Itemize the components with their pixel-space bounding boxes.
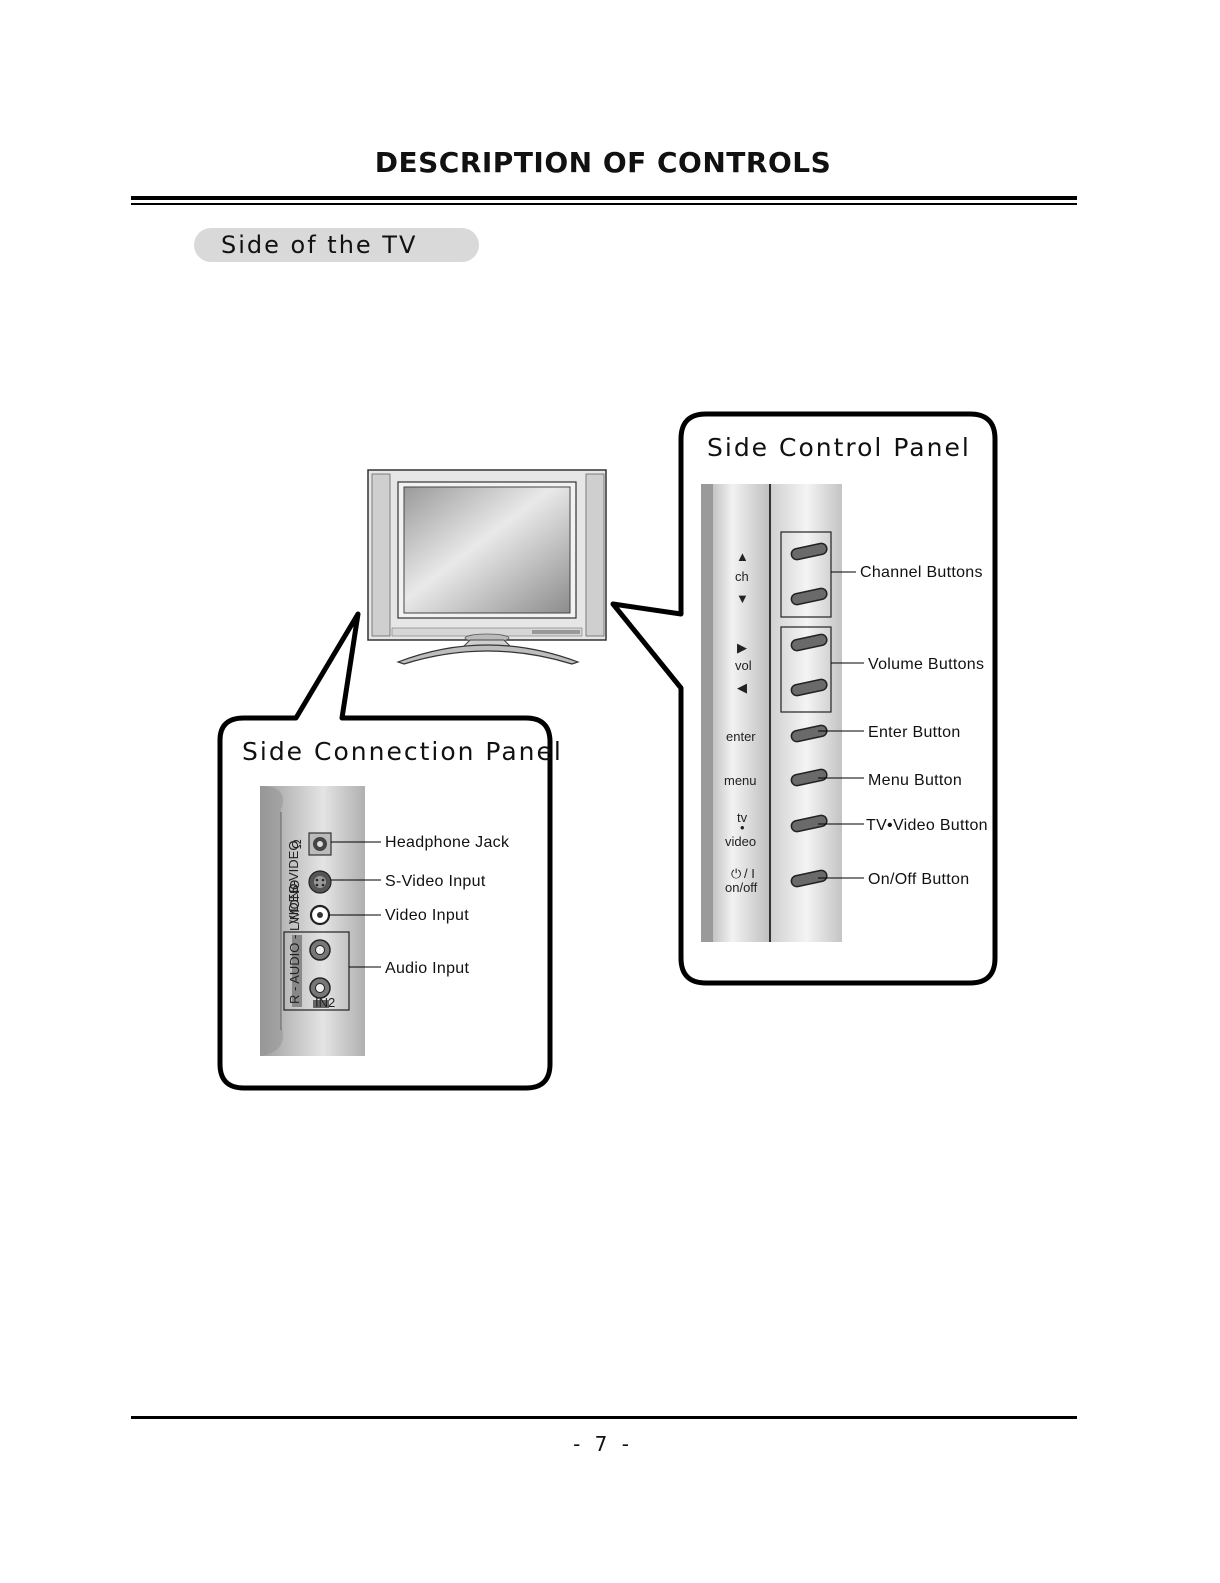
vol-label: vol <box>735 658 752 673</box>
headphone-jack-label: Headphone Jack <box>385 834 510 851</box>
control-panel-title: Side Control Panel <box>707 433 971 462</box>
video-port-label: VIDEO <box>286 884 301 924</box>
video-label: video <box>725 834 756 849</box>
left-speaker <box>371 473 391 637</box>
ch-down-icon: ▼ <box>736 591 749 606</box>
audio-port-group <box>283 931 350 1011</box>
volume-button-group <box>780 626 832 713</box>
audio-port-label: R - AUDIO - L/MONO <box>287 880 302 1004</box>
section-label: Side of the TV <box>194 228 479 262</box>
onoff-button-label: On/Off Button <box>868 871 969 888</box>
enter-button <box>790 724 828 743</box>
volume-down-button <box>790 678 828 697</box>
channel-down-button <box>790 587 828 606</box>
tv-video-button <box>790 814 828 833</box>
control-panel-illustration: ▲ ch ▼ ▶ vol ◀ enter menu tv • video ⏻ /… <box>701 484 988 942</box>
menu-button-label: Menu Button <box>868 772 962 789</box>
power-label: / I <box>744 866 755 881</box>
channel-up-button <box>790 542 828 561</box>
right-speaker <box>585 473 605 637</box>
enter-label: enter <box>726 729 756 744</box>
onoff-button <box>790 869 828 888</box>
tv-screen <box>403 486 571 614</box>
control-button-strip <box>771 484 842 942</box>
header-rule-thick <box>131 196 1077 200</box>
channel-buttons-label: Channel Buttons <box>860 564 983 581</box>
header-rule-thin <box>131 203 1077 205</box>
svideo-input-label: S-Video Input <box>385 873 486 890</box>
connection-panel-title: Side Connection Panel <box>242 737 563 766</box>
vol-down-icon: ◀ <box>737 680 747 695</box>
tv-video-button-label: TV•Video Button <box>866 817 988 834</box>
audio-input-label: Audio Input <box>385 960 470 977</box>
ch-up-icon: ▲ <box>736 549 749 564</box>
ch-label: ch <box>735 569 749 584</box>
power-icon: ⏻ <box>731 866 741 881</box>
page-title: DESCRIPTION OF CONTROLS <box>374 146 832 179</box>
menu-label: menu <box>724 773 757 788</box>
in2-label: IN2 <box>315 995 335 1010</box>
vol-up-icon: ▶ <box>737 640 747 655</box>
tv-video-dot: • <box>740 820 745 835</box>
menu-button <box>790 768 828 787</box>
footer-rule <box>131 1416 1077 1419</box>
tv-stand <box>396 644 580 665</box>
side-of-tv-diagram: Side Connection Panel Side Control Panel… <box>217 411 998 1091</box>
volume-buttons-label: Volume Buttons <box>868 656 984 673</box>
onoff-label: on/off <box>725 880 758 895</box>
connection-panel-illustration: Ω S-VIDEO VIDEO R - AUDIO - L/MONO IN2 H… <box>260 786 510 1056</box>
channel-button-group <box>780 531 832 618</box>
headphone-icon: Ω <box>289 839 304 849</box>
enter-button-label: Enter Button <box>868 724 961 741</box>
svideo-port-label: S-VIDEO <box>286 841 301 894</box>
tv-label: tv <box>737 810 748 825</box>
tv-illustration <box>367 469 607 665</box>
page-number: - 7 - <box>573 1432 633 1456</box>
video-input-label: Video Input <box>385 907 469 924</box>
volume-up-button <box>790 633 828 652</box>
